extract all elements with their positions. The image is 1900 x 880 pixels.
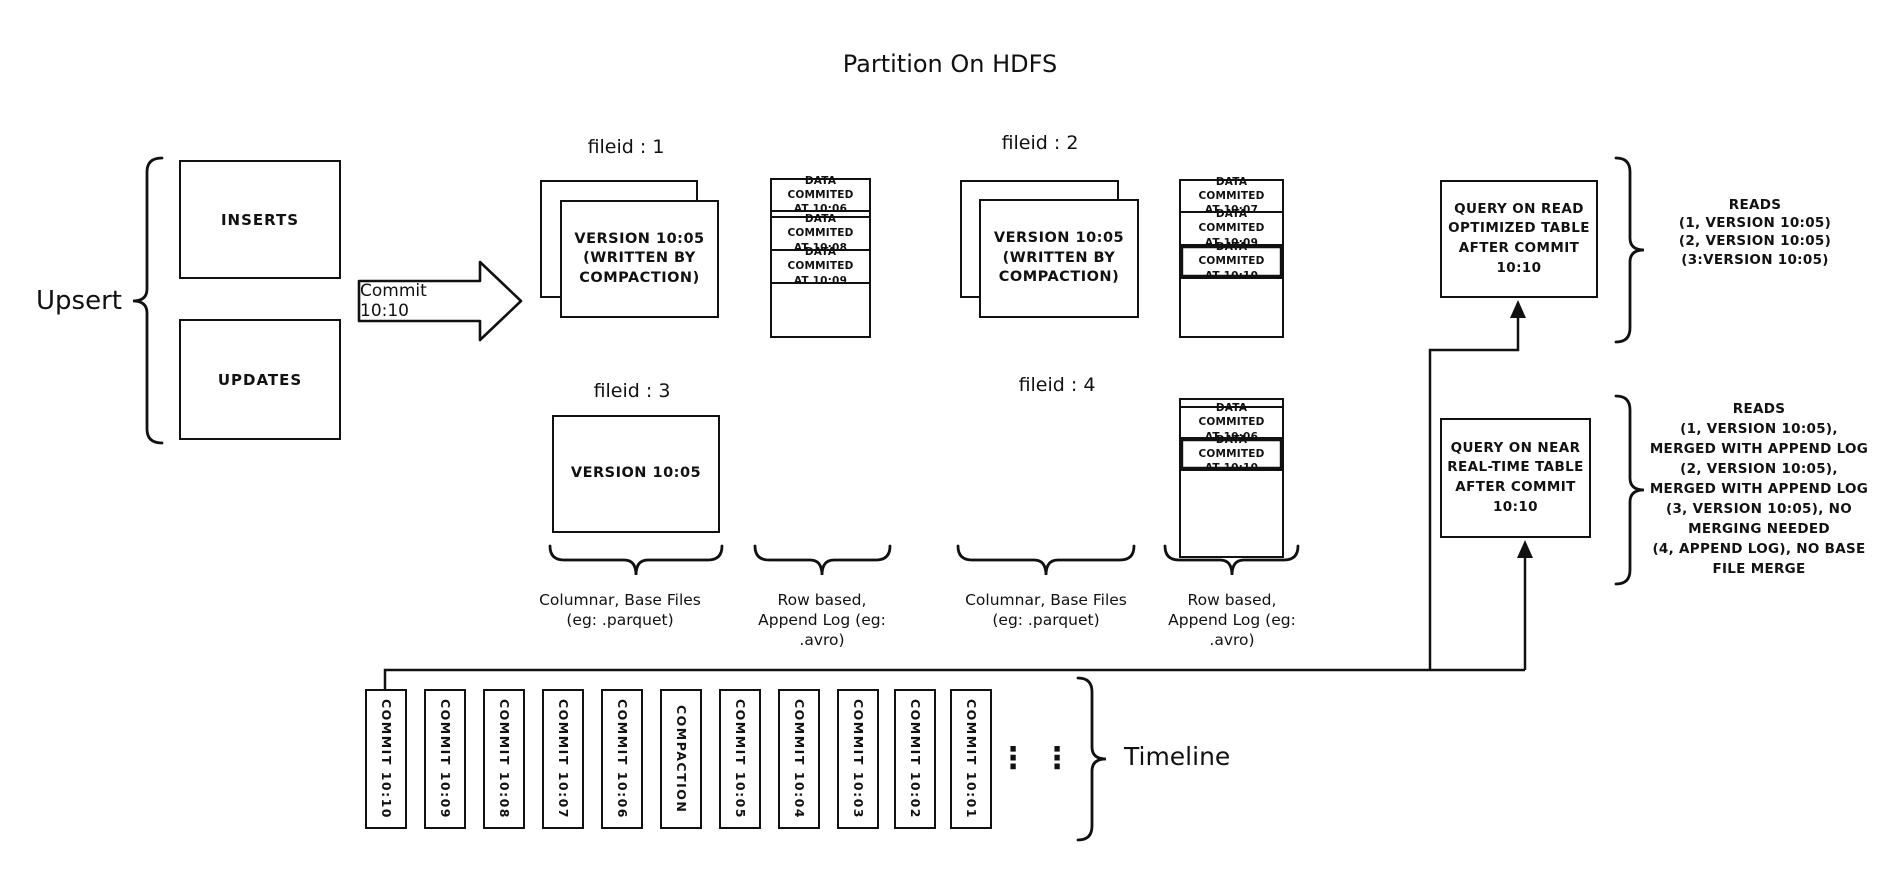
timeline-commit-10-02: COMMIT 10:02 — [894, 689, 936, 829]
query-near-real-time-box: QUERY ON NEAR REAL-TIME TABLE AFTER COMM… — [1440, 418, 1591, 538]
query-read-optimized-box: QUERY ON READ OPTIMIZED TABLE AFTER COMM… — [1440, 180, 1598, 298]
timeline-commit-10-09: COMMIT 10:09 — [424, 689, 466, 829]
append-log-file-2: DATA COMMITED AT 10:07 DATA COMMITED AT … — [1179, 176, 1284, 338]
fileid-4-label: fileid : 4 — [1018, 374, 1096, 396]
log-gap — [1181, 400, 1282, 408]
timeline-commit-10-01: COMMIT 10:01 — [950, 689, 992, 829]
log-gap — [772, 212, 869, 218]
fileid-2-label: fileid : 2 — [1001, 132, 1079, 154]
log-row: DATA COMMITED AT 10:08 — [772, 213, 869, 254]
log-row-new-commit: DATA COMMITED AT 10:10 — [1181, 434, 1282, 474]
timeline-commit-10-06: COMMIT 10:06 — [601, 689, 643, 829]
upsert-label: Upsert — [36, 286, 122, 316]
base-files-brace-2 — [956, 544, 1136, 576]
fileid-1-label: fileid : 1 — [587, 136, 665, 158]
commit-arrow-label: Commit 10:10 — [360, 281, 427, 321]
reads-near-real-time-text: READS (1, VERSION 10:05), MERGED WITH AP… — [1649, 401, 1869, 577]
row-based-append-log-label-2: Row based, Append Log (eg: .avro) — [1168, 591, 1296, 650]
arrowhead-up-read-optimized-icon — [1510, 300, 1526, 318]
timeline-label: Timeline — [1124, 742, 1231, 771]
timeline-ellipsis-icon: ⋮ — [1042, 740, 1072, 776]
arrowhead-up-near-real-time-icon — [1517, 540, 1533, 558]
log-row: DATA COMMITED AT 10:06 — [772, 175, 869, 215]
timeline-commit-10-07: COMMIT 10:07 — [542, 689, 584, 829]
timeline-connector-line — [383, 668, 1525, 689]
reads-brace-near-real-time — [1614, 394, 1645, 586]
file-3-base-box: VERSION 10:05 — [552, 415, 720, 533]
reads-read-optimized-text: READS (1, VERSION 10:05) (2, VERSION 10:… — [1678, 197, 1832, 268]
log-row: DATA COMMITED AT 10:09 — [772, 246, 869, 287]
append-log-brace-2 — [1163, 544, 1300, 576]
timeline-commit-10-03: COMMIT 10:03 — [837, 689, 879, 829]
updates-box: UPDATES — [179, 319, 341, 440]
log-row-new-commit: DATA COMMITED AT 10:10 — [1181, 241, 1282, 282]
row-based-append-log-label-1: Row based, Append Log (eg: .avro) — [758, 591, 886, 650]
upsert-brace — [132, 156, 164, 445]
log-row: DATA COMMITED AT 10:06 — [1181, 402, 1282, 443]
commit-arrow — [357, 260, 523, 342]
timeline-ellipsis-icon: ⋮ — [998, 740, 1028, 776]
inserts-box: INSERTS — [179, 160, 341, 279]
base-files-brace-1 — [548, 544, 724, 576]
append-log-file-1: DATA COMMITED AT 10:06 DATA COMMITED AT … — [770, 175, 871, 338]
reads-brace-read-optimized — [1614, 156, 1645, 344]
timeline-commit-10-05: COMMIT 10:05 — [719, 689, 761, 829]
page-title: Partition On HDFS — [842, 50, 1058, 78]
timeline-compaction: COMPACTION — [660, 689, 702, 829]
file-1-base-box: VERSION 10:05 (WRITTEN BY COMPACTION) — [560, 200, 719, 318]
append-log-file-4: DATA COMMITED AT 10:06 DATA COMMITED AT … — [1179, 398, 1284, 558]
log-row: DATA COMMITED AT 10:09 — [1181, 208, 1282, 249]
timeline-brace — [1076, 676, 1107, 842]
columnar-base-files-label-1: Columnar, Base Files (eg: .parquet) — [539, 591, 701, 630]
timeline-commit-10-08: COMMIT 10:08 — [483, 689, 525, 829]
read-optimized-connector-line — [1428, 307, 1520, 670]
append-log-brace-1 — [753, 544, 892, 576]
file-2-base-box: VERSION 10:05 (WRITTEN BY COMPACTION) — [979, 199, 1139, 318]
timeline-commit-10-04: COMMIT 10:04 — [778, 689, 820, 829]
fileid-3-label: fileid : 3 — [593, 380, 671, 402]
timeline-commit-10-10: COMMIT 10:10 — [365, 689, 407, 829]
columnar-base-files-label-2: Columnar, Base Files (eg: .parquet) — [965, 591, 1127, 630]
